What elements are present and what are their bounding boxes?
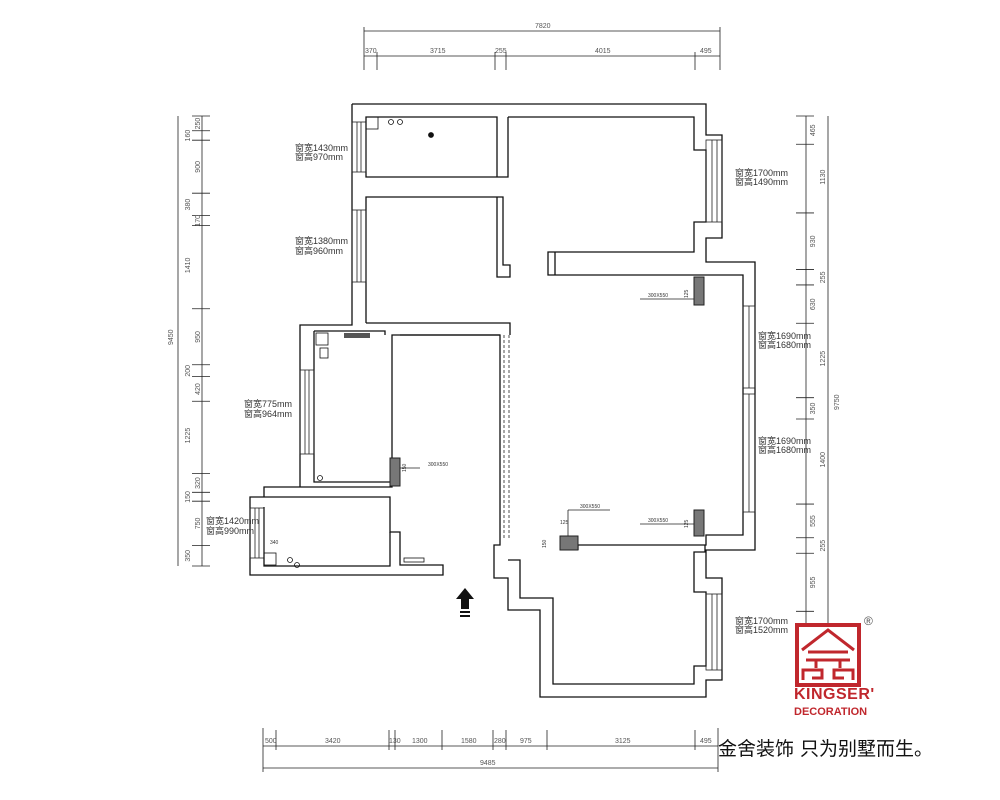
brand-name: KINGSER' — [794, 686, 875, 703]
window-height: 窗高964mm — [244, 408, 292, 419]
window-labels: 窗宽1430mm 窗高970mm 窗宽1700mm 窗高1490mm 窗宽138… — [206, 142, 811, 635]
dim-label: 255 — [495, 48, 507, 55]
dim-label: 1225 — [185, 428, 192, 444]
dim-label: 170 — [195, 215, 202, 227]
top-total: 7820 — [535, 23, 551, 30]
window-height: 窗高1680mm — [758, 444, 811, 455]
kingser-logo — [795, 623, 861, 687]
dim-label: 630 — [810, 298, 817, 310]
dim-label: 255 — [820, 271, 827, 283]
window-height: 窗高960mm — [295, 245, 343, 256]
fixtures — [263, 116, 434, 568]
dim-label: 250 — [195, 118, 202, 130]
left-total: 9450 — [168, 329, 175, 345]
dim-label: 495 — [700, 48, 712, 55]
dim-label: 930 — [810, 235, 817, 247]
registered-mark: ® — [864, 614, 873, 628]
brand-subtitle: DECORATION — [794, 706, 868, 718]
window-width: 窗宽1700mm — [735, 167, 788, 178]
dim-label: 500 — [265, 738, 277, 745]
outer-wall — [249, 103, 756, 698]
window-height: 窗高1680mm — [758, 339, 811, 350]
dim-label: 1300 — [412, 738, 428, 745]
dim-label: 950 — [195, 331, 202, 343]
pipe-dim: 150 — [402, 463, 408, 472]
window-width: 窗宽1430mm — [295, 142, 348, 153]
inner-walls — [263, 116, 744, 685]
dim-label: 320 — [195, 477, 202, 489]
dim-label: 380 — [185, 199, 192, 211]
dim-label: 130 — [389, 738, 401, 745]
pipe-label: 300X550 — [580, 504, 600, 510]
window-width: 窗宽1420mm — [206, 515, 259, 526]
dim-label: 255 — [820, 540, 827, 552]
dim-label: 1410 — [185, 257, 192, 273]
dim-label: 3125 — [615, 738, 631, 745]
window-height: 窗高990mm — [206, 525, 254, 536]
dim-label: 975 — [520, 738, 532, 745]
dim-label: 1130 — [820, 169, 827, 184]
bottom-total: 9485 — [480, 760, 496, 767]
pipe-label: 300X550 — [648, 518, 668, 524]
window-width: 窗宽1700mm — [735, 615, 788, 626]
dim-label: 420 — [195, 383, 202, 395]
dim-label: 150 — [185, 491, 192, 503]
dim-label: 955 — [810, 577, 817, 589]
window-width: 窗宽1690mm — [758, 330, 811, 341]
windows — [249, 121, 756, 671]
pipe-label: 300X550 — [428, 462, 448, 468]
right-dimension: 4651130930255630122535014005552559551130… — [796, 115, 841, 681]
dim-label: 1225 — [820, 351, 827, 367]
pipe-dim: 125 — [684, 289, 690, 298]
dim-label: 160 — [185, 130, 192, 142]
right-total: 9750 — [834, 394, 841, 410]
pipe-dim: 125 — [684, 519, 690, 528]
window-width: 窗宽775mm — [244, 398, 292, 409]
window-width: 窗宽1690mm — [758, 435, 811, 446]
window-height: 窗高1490mm — [735, 176, 788, 187]
window-height: 窗高1520mm — [735, 624, 788, 635]
dim-label: 4015 — [595, 48, 611, 55]
pipe-shafts: 300X550 300X550 300X550 300X550 125 150 … — [270, 276, 705, 551]
window-width: 窗宽1380mm — [295, 235, 348, 246]
dim-label: 750 — [195, 517, 202, 529]
window-height: 窗高970mm — [295, 151, 343, 162]
dim-label: 370 — [365, 48, 377, 55]
entrance-arrow-icon — [456, 588, 474, 617]
dim-label: 3420 — [325, 738, 341, 745]
dim-label: 900 — [195, 161, 202, 173]
dim-label: 280 — [494, 738, 506, 745]
bottom-dimension: 500 3420 130 1300 1580 280 975 3125 495 … — [262, 728, 719, 772]
slogan: 金舍装饰 只为别墅而生。 — [718, 738, 934, 760]
pipe-label: 300X550 — [648, 293, 668, 299]
small-dim: 340 — [270, 540, 279, 546]
dim-label: 465 — [810, 124, 817, 136]
dim-label: 555 — [810, 515, 817, 527]
dim-label: 1400 — [820, 452, 827, 468]
pipe-dim: 150 — [542, 539, 548, 548]
dim-label: 495 — [700, 738, 712, 745]
top-dimension: 7820 370 3715 255 4015 495 — [363, 23, 721, 70]
dim-label: 3715 — [430, 48, 446, 55]
pipe-dim: 125 — [560, 520, 569, 526]
dim-label: 350 — [185, 550, 192, 562]
dim-label: 350 — [810, 403, 817, 415]
dim-label: 200 — [185, 365, 192, 377]
dim-label: 1580 — [461, 738, 477, 745]
